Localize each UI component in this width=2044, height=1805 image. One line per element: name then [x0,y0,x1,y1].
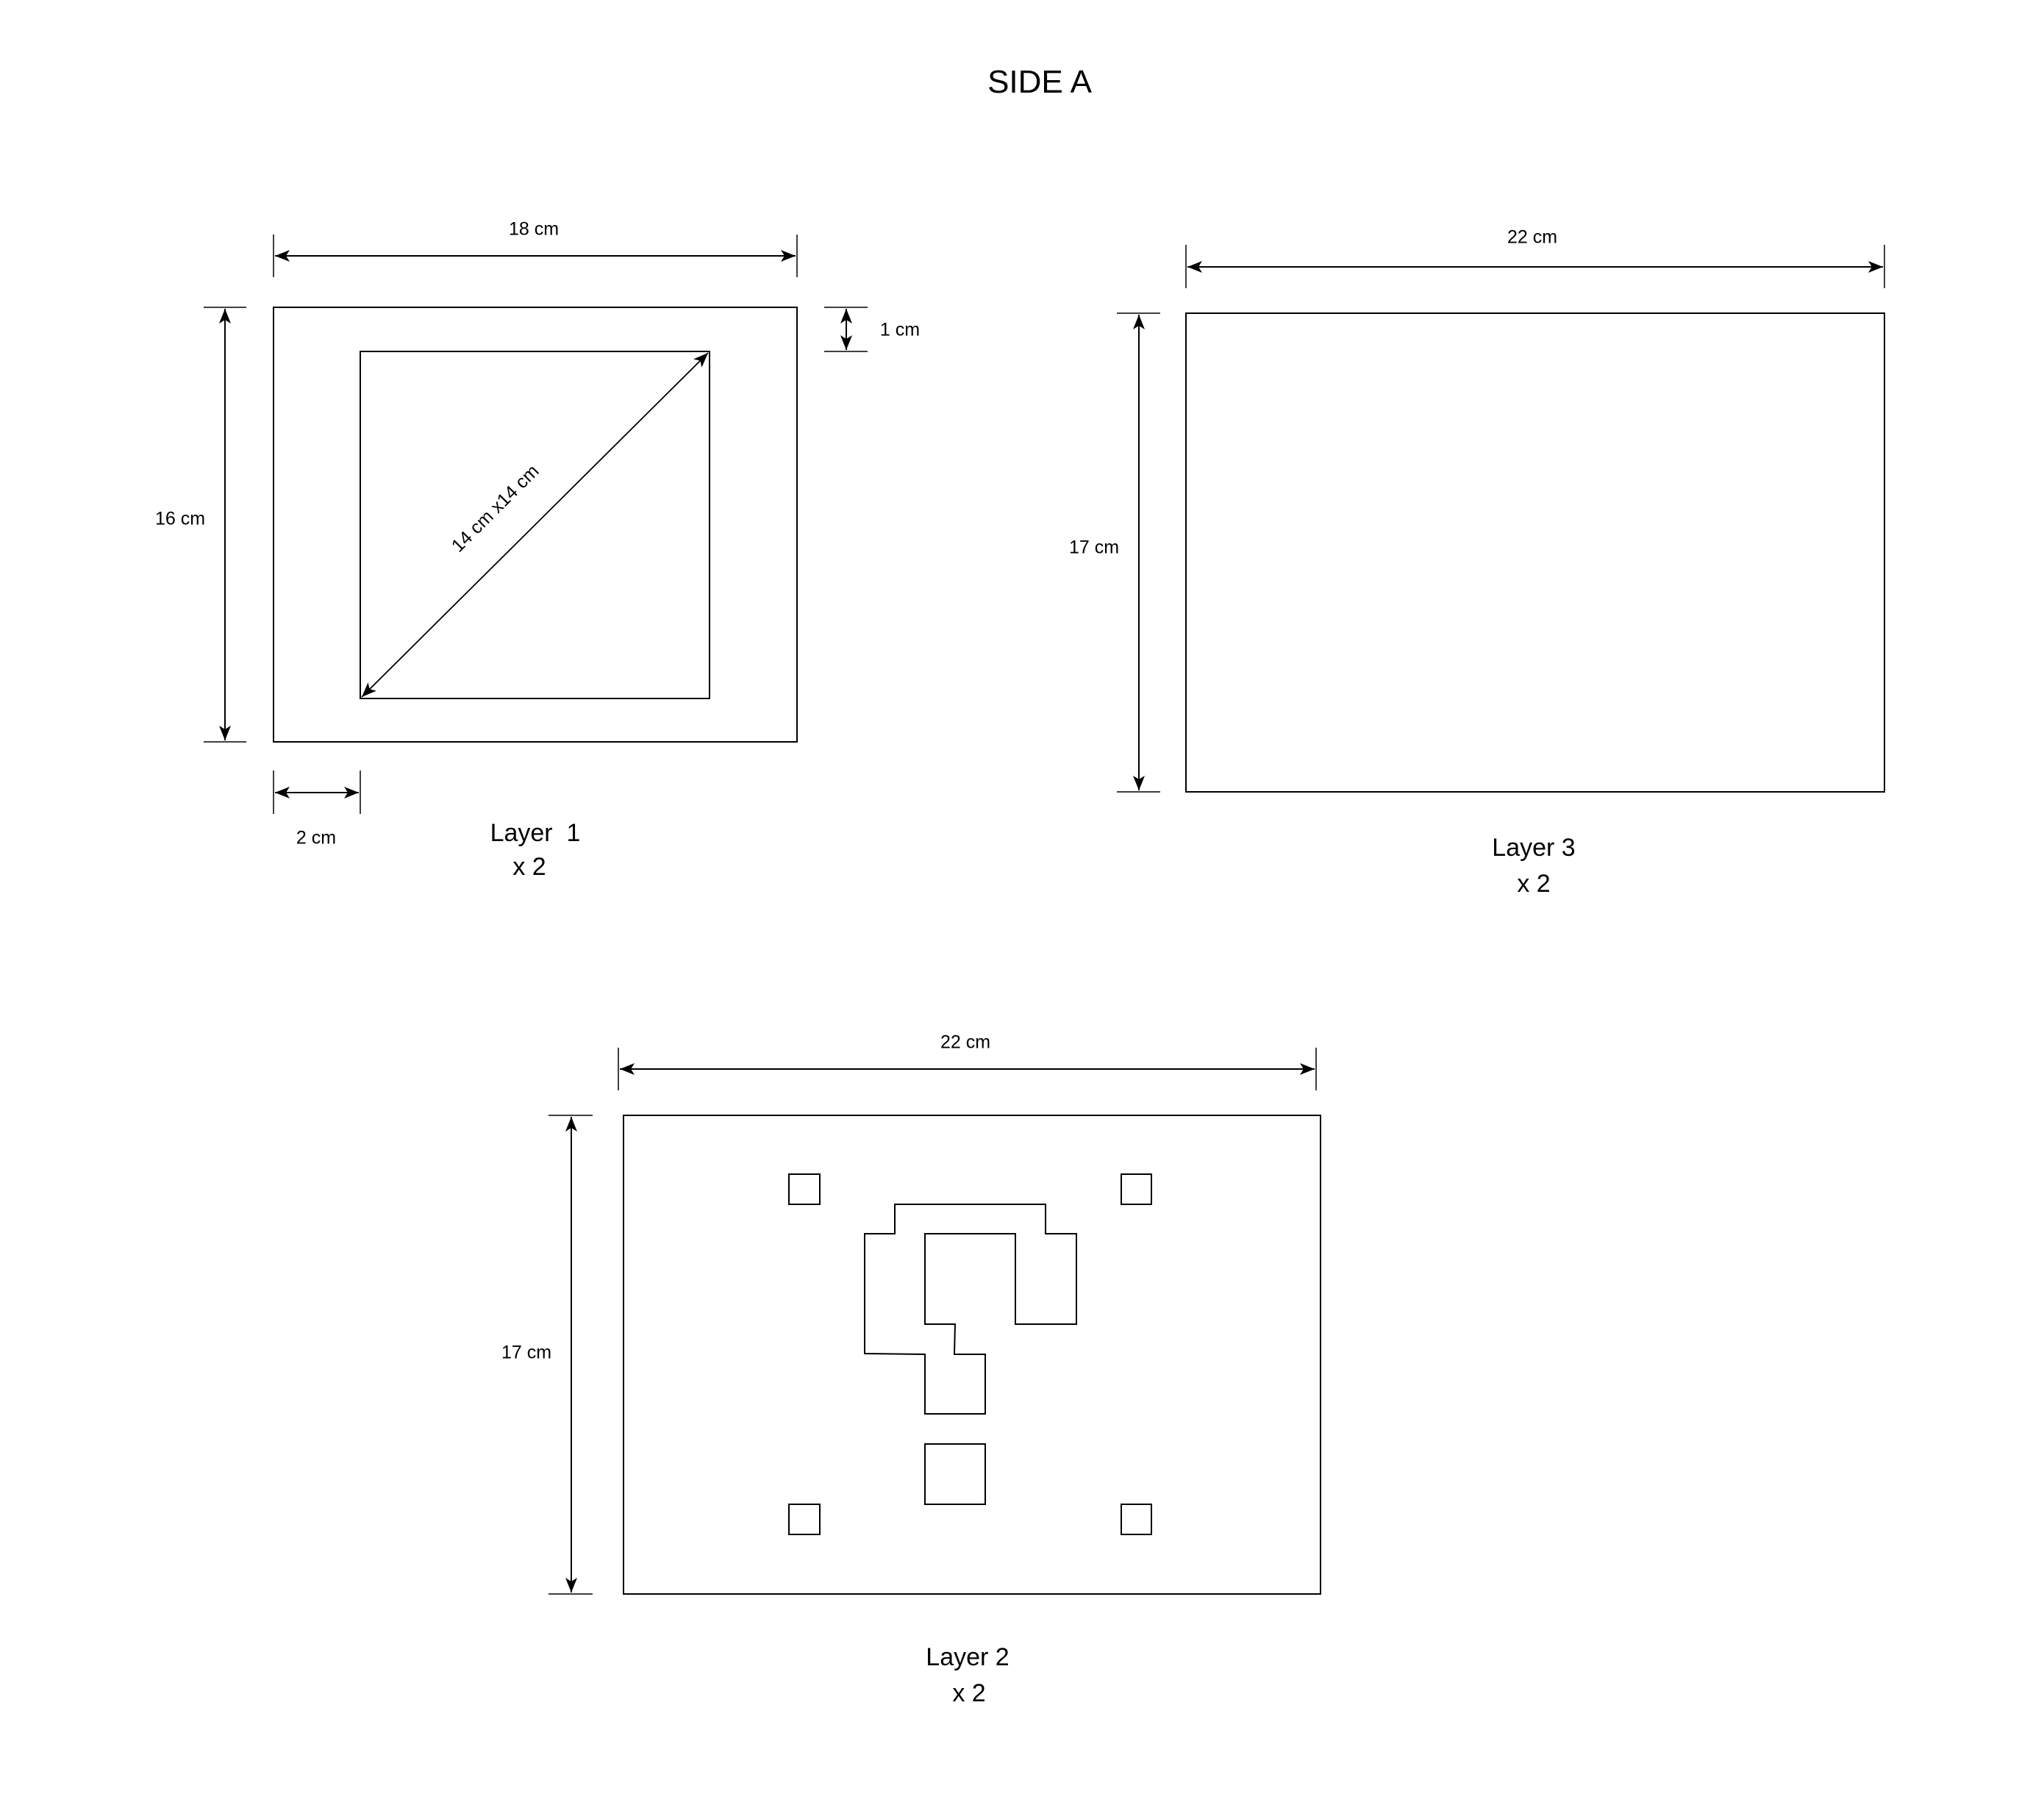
layer3-drawing [1117,245,1885,793]
layer2-outer-rect [623,1115,1321,1595]
question-mark-cutout [864,1204,1077,1415]
question-mark-dot-cutout [924,1443,986,1505]
layer1-height-label: 16 cm [154,508,206,529]
inner-diagonal-dimension-arrow [361,352,709,698]
corner-square-cutout [788,1173,821,1205]
layer3-quantity: x 2 [1517,870,1551,898]
layer3-height-label: 17 cm [1068,537,1120,558]
layer1-outer-rect [273,307,798,743]
layer1-width-label: 18 cm [508,218,560,240]
layer2-drawing [548,1048,1321,1595]
layer1-name: Layer 1 [490,819,581,847]
layer1-quantity: x 2 [512,853,546,881]
layer2-width-label: 22 cm [940,1032,991,1053]
layer1-inner-window [360,351,710,699]
layer1-border-top-label: 1 cm [879,319,921,340]
layer1-border-side-label: 2 cm [296,827,337,848]
corner-square-cutout [1121,1173,1152,1205]
corner-square-cutout [788,1504,821,1535]
layer3-outer-rect [1185,312,1885,793]
layer2-name: Layer 2 [926,1643,1010,1671]
page-title: SIDE A [987,64,1092,100]
layer2-height-label: 17 cm [501,1342,552,1363]
layer2-quantity: x 2 [952,1679,986,1707]
layer3-name: Layer 3 [1492,834,1576,862]
corner-square-cutout [1121,1504,1152,1535]
layer1-drawing [204,235,868,814]
layer3-width-label: 22 cm [1507,226,1558,248]
